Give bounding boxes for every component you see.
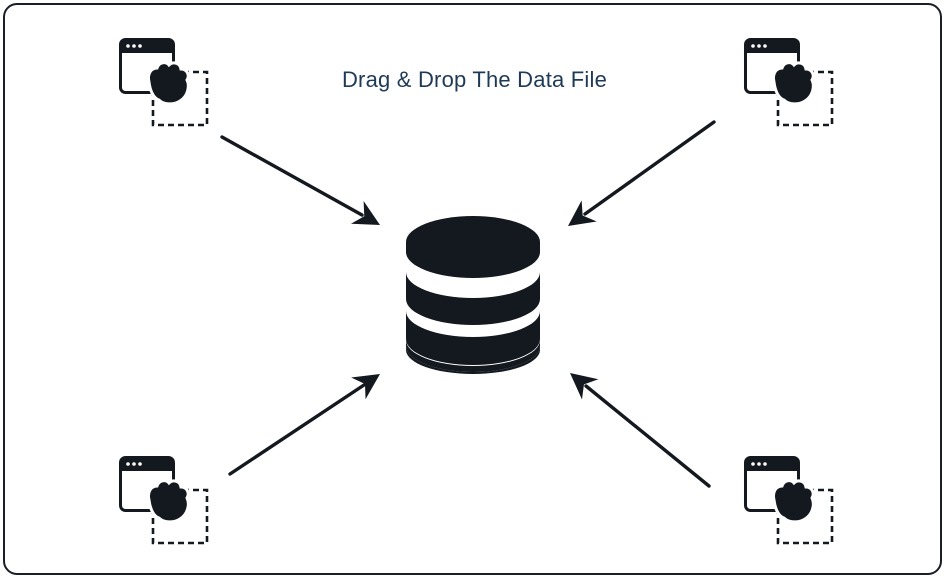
window-drag-top-right-icon [744, 38, 834, 127]
window-drag-top-left-icon [119, 38, 209, 127]
arrow-top-right-to-database [560, 120, 716, 237]
arrow-bottom-right-to-database [561, 362, 711, 488]
arrow-bottom-left-to-database [228, 363, 388, 476]
window-drag-bottom-left-icon [119, 456, 209, 545]
database-icon [406, 216, 540, 374]
window-drag-bottom-right-icon [744, 456, 834, 545]
diagram-title: Drag & Drop The Data File [341, 67, 608, 92]
arrow-top-left-to-database [220, 135, 387, 237]
